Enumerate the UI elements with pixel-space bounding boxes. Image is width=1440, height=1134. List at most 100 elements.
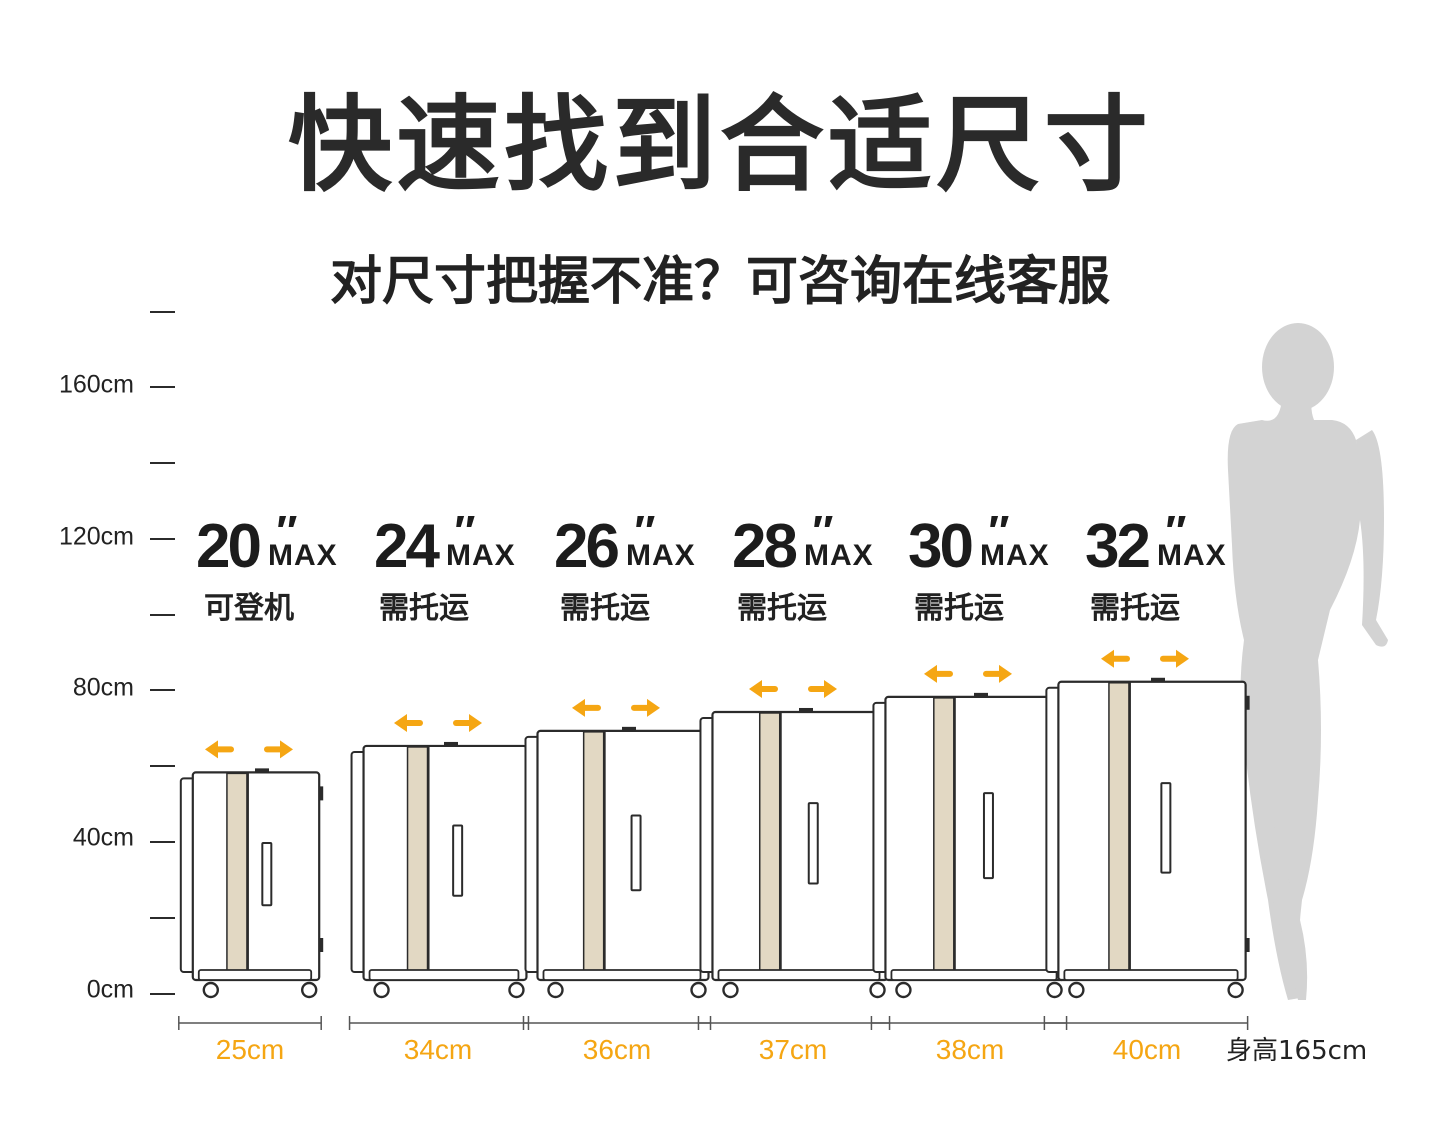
size-max: MAX xyxy=(446,539,516,572)
width-label-24: 34cm xyxy=(403,1034,473,1065)
suitcase-top-handle xyxy=(255,768,269,773)
arrow-left-head xyxy=(394,713,407,732)
wheel-right-icon xyxy=(1227,981,1244,999)
size-max: MAX xyxy=(1157,539,1227,572)
suitcase-top-handle xyxy=(974,692,988,697)
page-title: 快速找到合适尺寸 xyxy=(287,84,1152,206)
scale-label-40: 40cm xyxy=(72,823,134,852)
wheel-left-icon xyxy=(547,981,564,999)
suitcase-latch xyxy=(1245,695,1250,710)
suitcase-body xyxy=(884,695,1066,982)
suitcase-stripe xyxy=(1108,682,1130,980)
size-number: 28 xyxy=(732,512,798,581)
person-height-label: 身高165cm xyxy=(1226,1036,1368,1066)
wheel-right-icon xyxy=(869,981,886,999)
arrow-right-head xyxy=(824,679,837,698)
size-note-24: 需托运 xyxy=(379,591,469,626)
suitcase-stripe xyxy=(582,731,605,980)
width-label-20: 25cm xyxy=(215,1034,285,1065)
suitcase-handle xyxy=(982,792,994,880)
suitcase-handle xyxy=(807,802,819,885)
wheel-right-icon xyxy=(508,981,525,999)
size-note-32: 需托运 xyxy=(1090,591,1180,626)
size-note-26: 需托运 xyxy=(560,591,650,626)
wheel-left-icon xyxy=(895,981,912,999)
suitcase-base xyxy=(1063,969,1239,981)
suitcase-top-handle xyxy=(799,707,813,712)
person-silhouette-icon xyxy=(1227,323,1388,1000)
arrow-right-head xyxy=(469,713,482,732)
size-max: MAX xyxy=(626,539,696,572)
suitcases-group xyxy=(178,649,1250,1030)
suitcase-handle xyxy=(261,841,273,907)
arrow-left-head xyxy=(749,679,762,698)
suitcase-handle xyxy=(630,814,642,892)
width-label-30: 38cm xyxy=(935,1034,1005,1065)
wheel-right-icon xyxy=(690,981,707,999)
suitcase-top-handle xyxy=(1151,677,1165,682)
inch-mark: ″ xyxy=(452,507,474,556)
scale-label-0: 0cm xyxy=(86,975,134,1004)
suitcase-body xyxy=(1057,680,1247,982)
scale-label-120: 120cm xyxy=(58,522,134,551)
suitcase-stripe xyxy=(933,697,955,980)
wheel-left-icon xyxy=(1068,981,1085,999)
width-label-32: 40cm xyxy=(1112,1034,1182,1065)
size-max: MAX xyxy=(980,539,1050,572)
suitcase-handle xyxy=(1160,782,1172,874)
width-label-28: 37cm xyxy=(758,1034,828,1065)
wheel-left-icon xyxy=(202,981,220,999)
suitcase-stripe xyxy=(758,712,781,980)
suitcase-base xyxy=(717,969,881,981)
suitcase-base xyxy=(368,969,520,981)
size-header-28: 28 ″ MAX xyxy=(732,507,873,578)
size-header-24: 24 ″ MAX xyxy=(374,507,515,578)
size-header-20: 20 ″ MAX xyxy=(196,507,337,578)
wheel-right-icon xyxy=(301,981,318,999)
size-number: 26 xyxy=(554,512,620,581)
size-header-32: 32 ″ MAX xyxy=(1085,507,1226,578)
size-number: 30 xyxy=(908,512,974,581)
suitcase-base xyxy=(197,969,313,981)
arrow-right-head xyxy=(1176,649,1189,668)
suitcase-latch xyxy=(1245,938,1250,952)
size-number: 24 xyxy=(374,512,440,581)
suitcase-body xyxy=(362,744,528,982)
page-subtitle: 对尺寸把握不准？可咨询在线客服 xyxy=(329,252,1110,312)
size-note-20: 可登机 xyxy=(204,591,294,626)
scale-label-80: 80cm xyxy=(72,673,134,702)
wheel-left-icon xyxy=(373,981,390,999)
suitcase-base xyxy=(890,969,1058,981)
arrow-right-head xyxy=(999,664,1012,683)
suitcase-body xyxy=(536,729,710,982)
suitcase-handle xyxy=(452,824,464,897)
arrow-left-head xyxy=(572,698,585,717)
inch-mark: ″ xyxy=(1163,507,1185,556)
suitcase-body xyxy=(191,771,321,982)
width-label-26: 36cm xyxy=(582,1034,652,1065)
suitcase-body xyxy=(711,710,889,982)
arrow-left-head xyxy=(1101,649,1114,668)
size-number: 32 xyxy=(1085,512,1151,581)
suitcase-latch xyxy=(319,786,324,801)
size-max: MAX xyxy=(268,539,338,572)
inch-mark: ″ xyxy=(810,507,832,556)
size-header-30: 30 ″ MAX xyxy=(908,507,1049,578)
suitcase-stripe xyxy=(406,746,429,980)
arrow-left-head xyxy=(205,740,218,759)
size-note-30: 需托运 xyxy=(914,591,1004,626)
inch-mark: ″ xyxy=(986,507,1008,556)
scale-label-160: 160cm xyxy=(58,370,134,399)
size-header-26: 26 ″ MAX xyxy=(554,507,695,578)
arrow-left-head xyxy=(924,664,937,683)
arrow-right-head xyxy=(280,740,293,759)
suitcase-top-handle xyxy=(622,726,636,731)
suitcase-base xyxy=(542,969,702,981)
inch-mark: ″ xyxy=(632,507,654,556)
suitcase-stripe xyxy=(226,772,248,980)
suitcase-top-handle xyxy=(444,741,458,746)
wheel-right-icon xyxy=(1046,981,1063,999)
wheel-left-icon xyxy=(722,981,739,999)
arrow-right-head xyxy=(647,698,660,717)
